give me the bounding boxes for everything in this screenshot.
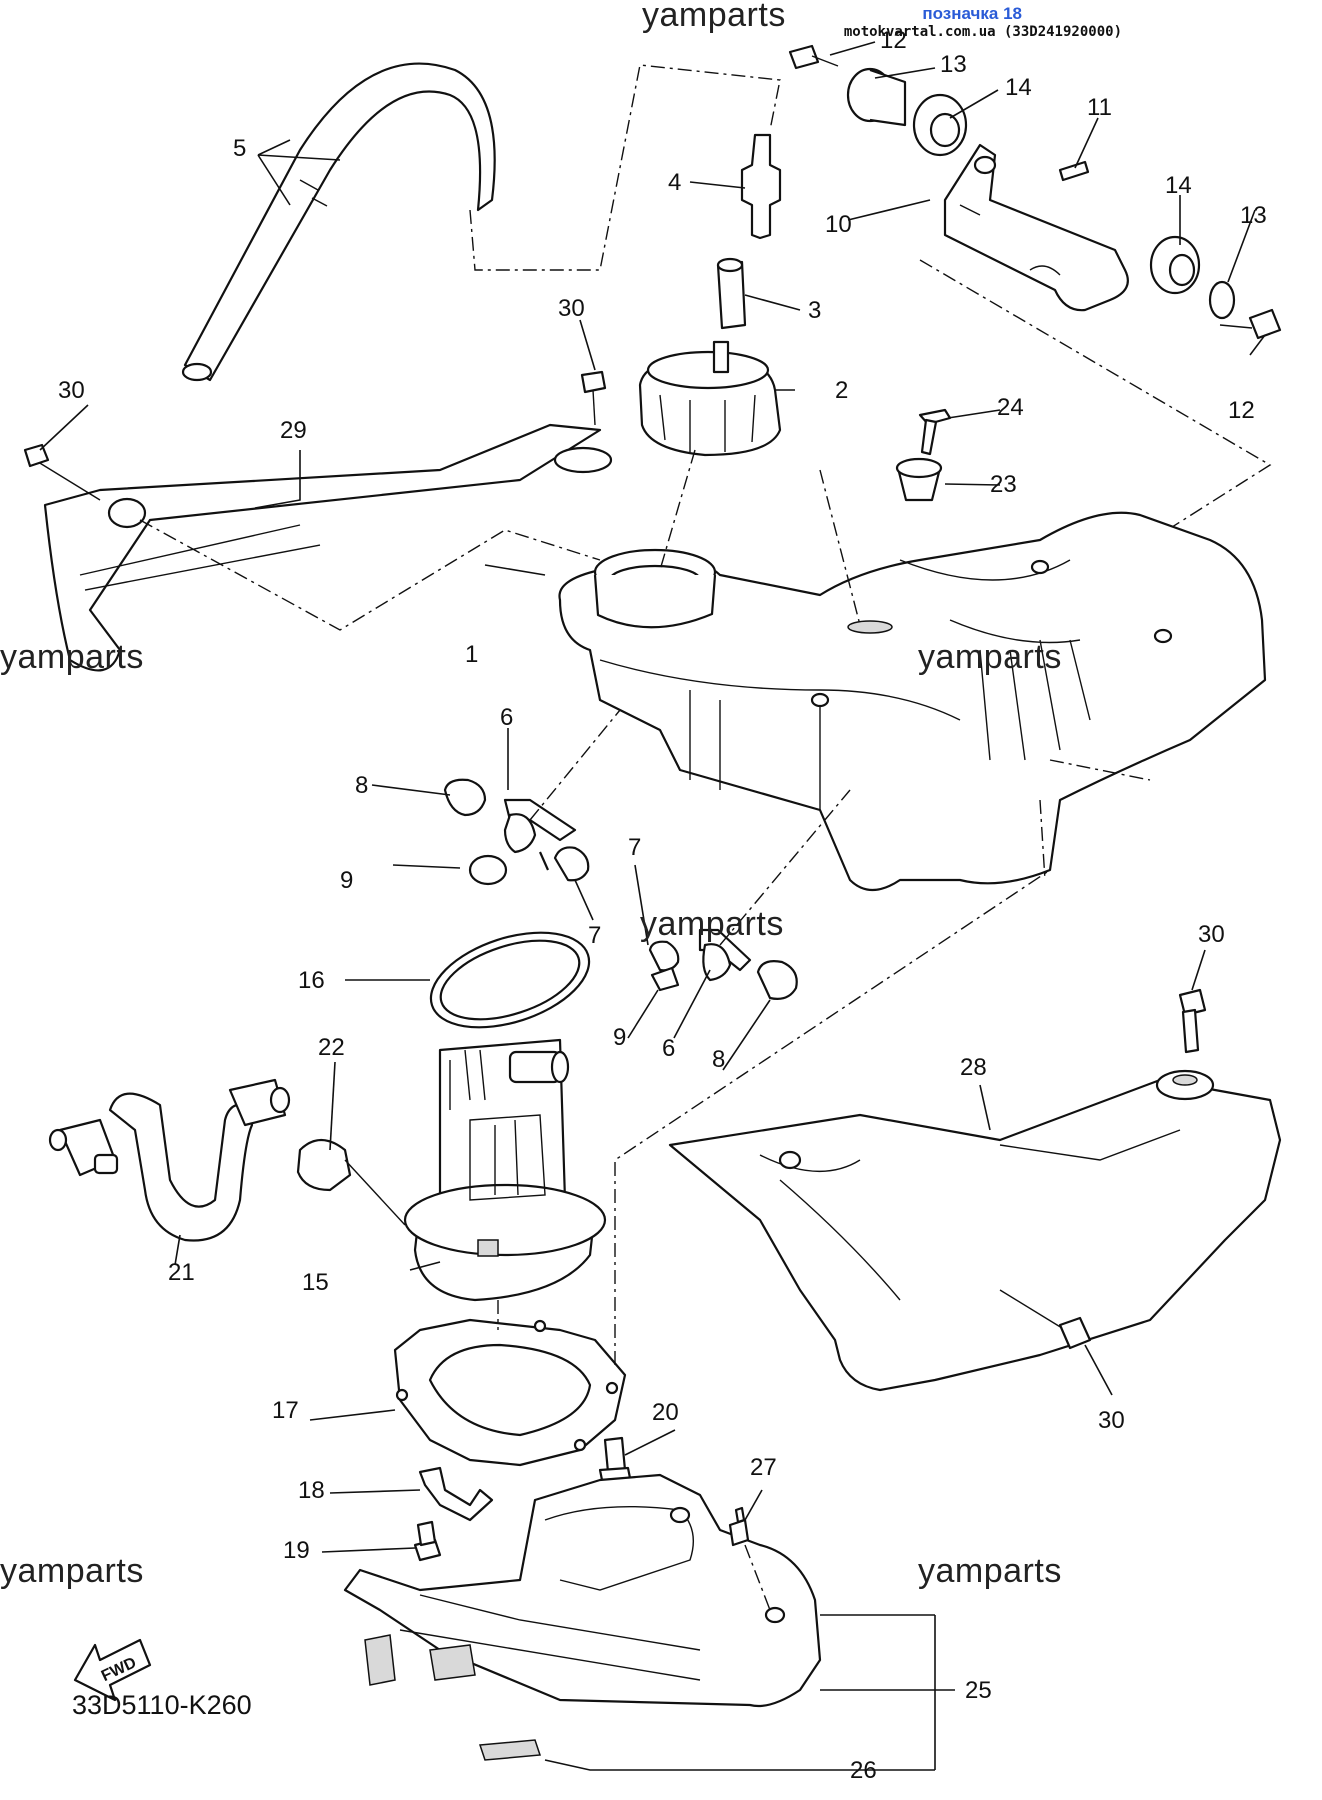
callout-30a: 30 xyxy=(558,295,585,322)
bracket-part-18 xyxy=(418,1466,494,1522)
fuel-pump-part-15 xyxy=(403,1038,607,1302)
callout-5: 5 xyxy=(233,135,246,162)
leader-lines xyxy=(39,41,1266,1771)
callout-9a: 9 xyxy=(340,867,353,894)
callout-28: 28 xyxy=(960,1054,987,1081)
bolt-part-19 xyxy=(413,1520,442,1562)
header-source: motokvartal.com.ua (33D241920000) xyxy=(843,24,1122,40)
callout-22: 22 xyxy=(318,1034,345,1061)
callout-2: 2 xyxy=(835,377,848,404)
callout-7a: 7 xyxy=(588,922,601,949)
bracket-assembly-parts-10-14 xyxy=(788,44,1282,561)
watermark: yamparts xyxy=(918,1552,1062,1590)
mount-hardware-right-parts-6-9 xyxy=(648,789,851,1000)
callout-7b: 7 xyxy=(628,834,641,861)
callout-14b: 14 xyxy=(1165,172,1192,199)
mount-hardware-left-parts-6-9 xyxy=(443,709,621,886)
collar-part-23 xyxy=(895,457,943,502)
callout-8a: 8 xyxy=(355,772,368,799)
guard-assembly-parts-25-27 xyxy=(343,1473,822,1761)
gasket-plate-part-17 xyxy=(393,869,1051,1467)
fitting-part-4 xyxy=(740,133,782,240)
callout-24: 24 xyxy=(997,394,1024,421)
callout-6b: 6 xyxy=(662,1035,675,1062)
callout-9b: 9 xyxy=(613,1024,626,1051)
callout-21: 21 xyxy=(168,1259,195,1286)
screw-part-24 xyxy=(918,408,952,456)
callout-14a: 14 xyxy=(1005,74,1032,101)
callout-13a: 13 xyxy=(940,51,967,78)
header-label: позначка 18 xyxy=(922,4,1022,23)
watermark: yamparts xyxy=(640,905,784,943)
callout-13b: 13 xyxy=(1240,202,1267,229)
callout-4: 4 xyxy=(668,169,681,196)
breather-hose-part-5 xyxy=(181,62,781,382)
callout-8b: 8 xyxy=(712,1046,725,1073)
side-cover-part-29 xyxy=(23,370,613,672)
callout-20: 20 xyxy=(652,1399,679,1426)
hose-part-3 xyxy=(716,257,747,330)
callout-23: 23 xyxy=(990,471,1017,498)
o-ring-part-16 xyxy=(429,931,591,1029)
callout-30b: 30 xyxy=(58,377,85,404)
fuel-tank-part-1 xyxy=(558,449,1267,892)
watermark: yamparts xyxy=(642,0,786,34)
fuel-cap-part-2 xyxy=(638,340,782,457)
watermark: yamparts xyxy=(0,1552,144,1590)
callout-10: 10 xyxy=(825,211,852,238)
diagram-code: 33D5110-K260 xyxy=(72,1690,252,1720)
callout-19: 19 xyxy=(283,1537,310,1564)
callout-3: 3 xyxy=(808,297,821,324)
callout-16: 16 xyxy=(298,967,325,994)
callout-25: 25 xyxy=(965,1677,992,1704)
watermark: yamparts xyxy=(0,638,144,676)
callout-27: 27 xyxy=(750,1454,777,1481)
clamp-part-22 xyxy=(296,1138,406,1226)
callout-18: 18 xyxy=(298,1477,325,1504)
callout-26: 26 xyxy=(850,1757,877,1784)
bolt-part-20 xyxy=(598,1436,632,1482)
callout-6a: 6 xyxy=(500,704,513,731)
side-cover-part-28 xyxy=(668,988,1282,1392)
callout-30c: 30 xyxy=(1198,921,1225,948)
watermark: yamparts xyxy=(918,638,1062,676)
callout-17: 17 xyxy=(272,1397,299,1424)
callout-15: 15 xyxy=(302,1269,329,1296)
callout-12b: 12 xyxy=(1228,397,1255,424)
callout-11: 11 xyxy=(1087,94,1112,121)
callout-labels: 1 2 3 4 5 6 6 7 7 8 8 9 9 10 11 12 12 13… xyxy=(58,27,1267,1784)
fuel-hose-part-21 xyxy=(48,1078,291,1242)
callout-30d: 30 xyxy=(1098,1407,1125,1434)
callout-29: 29 xyxy=(280,417,307,444)
callout-1: 1 xyxy=(465,641,478,668)
callout-12a: 12 xyxy=(880,27,907,54)
